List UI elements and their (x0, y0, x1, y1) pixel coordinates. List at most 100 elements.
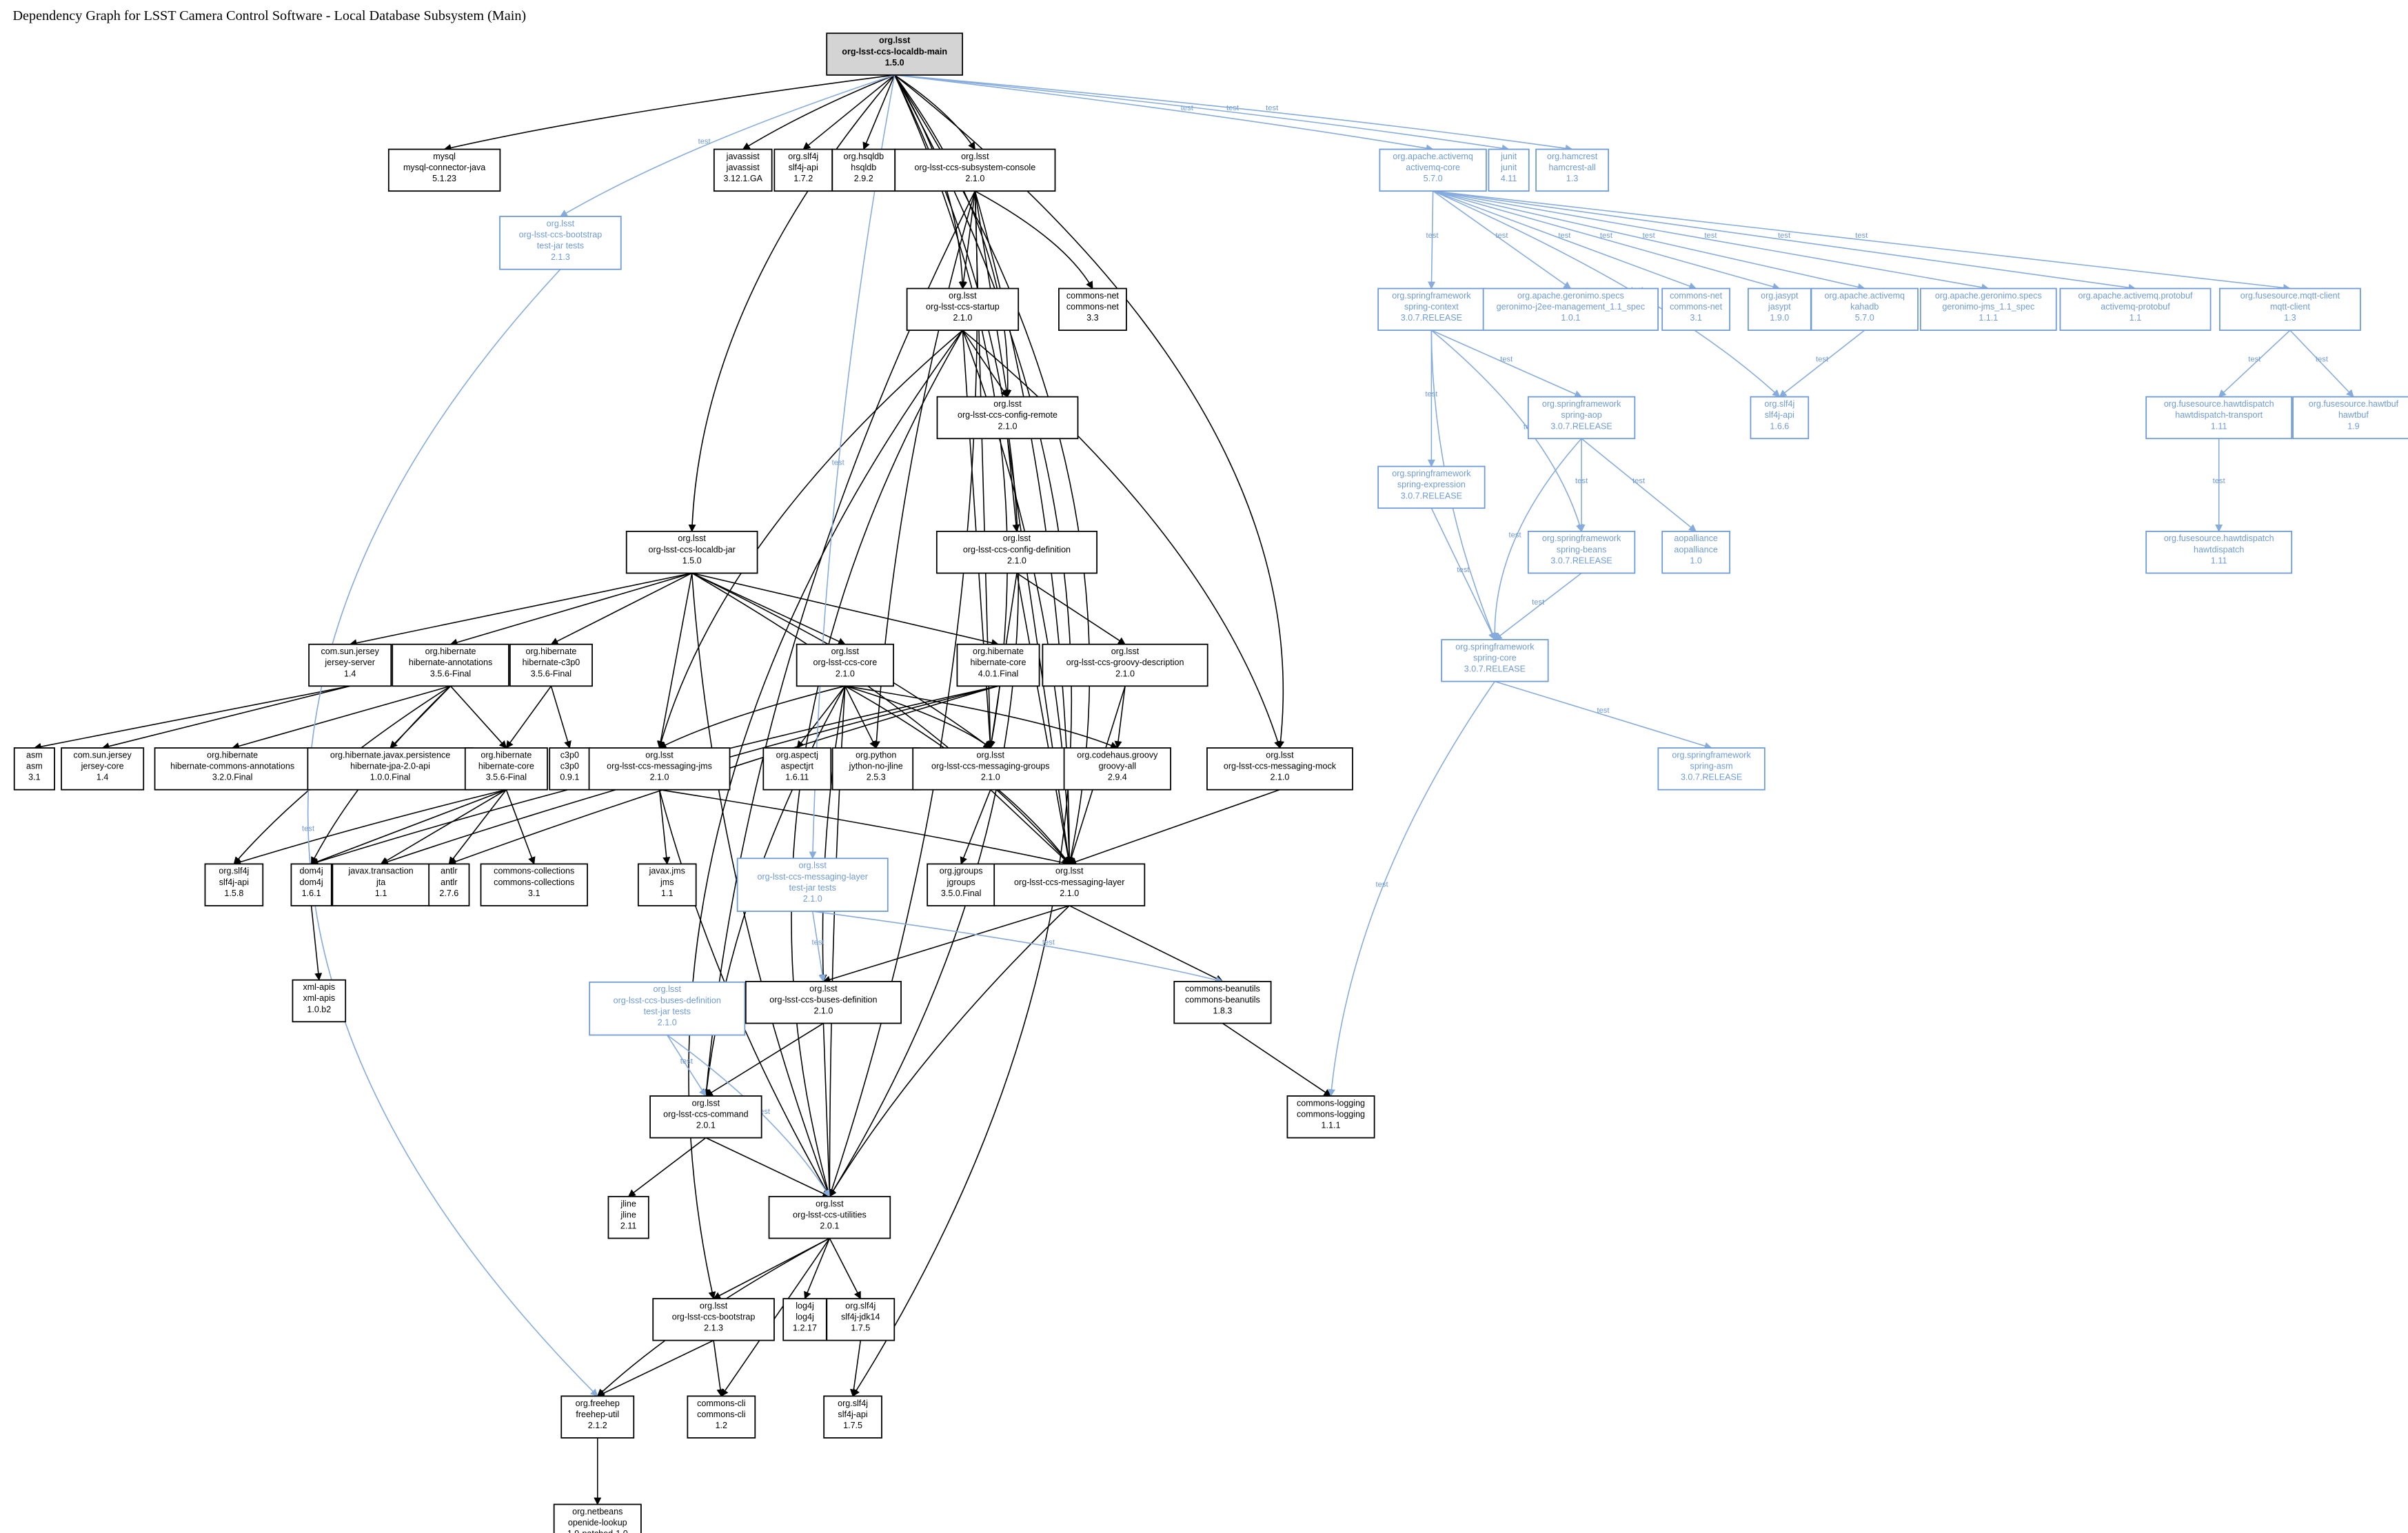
edge-hibernate_core356-to-commons_collections (505, 789, 536, 865)
edge-label-test: test (2213, 477, 2226, 485)
node-label-jython-line1: jython-no-jline (849, 762, 903, 771)
node-label-activemq_core-line1: activemq-core (1406, 163, 1460, 172)
edge-label-test: test (1704, 232, 1717, 240)
node-label-commons_collections-line2: 3.1 (528, 889, 540, 898)
node-label-slf4j175-line0: org.slf4j (838, 1399, 868, 1408)
edge-label-test: test (1632, 477, 1646, 485)
node-box-groovy_description (1042, 643, 1208, 687)
node-label-commons_beanutils-line1: commons-beanutils (1185, 995, 1260, 1004)
node-label-messaging_layer_tests-line1: org-lsst-ccs-messaging-layer (758, 872, 868, 882)
node-label-hsqldb-line0: org.hsqldb (843, 152, 884, 161)
node-box-bootstrap_tests (499, 216, 622, 270)
node-box-mysql (387, 148, 501, 192)
node-label-slf4j166-line1: slf4j-api (1765, 410, 1794, 420)
node-label-jms-line0: javax.jms (649, 866, 685, 876)
edge-config_definition-to-groovy_description (1016, 572, 1126, 645)
node-box-asm (13, 747, 55, 791)
edge-startup-to-messaging_jms (657, 329, 963, 749)
edge-spring_expression-to-spring_core (1430, 507, 1496, 640)
node-label-hibernate_core401-line1: hibernate-core (971, 658, 1026, 667)
edge-activemq_core-to-kahadb (1433, 190, 1865, 291)
node-groovy_description: org.lsstorg-lsst-ccs-groovy-description2… (1042, 643, 1208, 687)
node-label-bootstrap-line0: org.lsst (700, 1301, 728, 1310)
node-label-console-line0: org.lsst (961, 152, 989, 161)
node-label-jline-line0: jline (620, 1199, 636, 1208)
edge-label-test: test (2316, 356, 2329, 364)
node-box-localdb_jar (625, 530, 758, 574)
node-label-junit-line1: junit (1500, 163, 1517, 172)
node-label-hibernate_jpa-line0: org.hibernate.javax.persistence (330, 750, 450, 760)
node-label-hawtdispatch-line2: 1.11 (2211, 556, 2227, 566)
node-label-hib_commons_annotations-line0: org.hibernate (207, 750, 258, 760)
node-label-groovy_description-line0: org.lsst (1111, 647, 1140, 656)
edge-bootstrap-to-freehep_util (596, 1339, 714, 1397)
node-label-kahadb-line1: kahadb (1850, 302, 1879, 312)
node-messaging_groups: org.lsstorg-lsst-ccs-messaging-groups2.1… (912, 747, 1069, 791)
node-label-console-line2: 2.1.0 (965, 174, 984, 183)
node-label-console-line1: org-lsst-ccs-subsystem-console (915, 163, 1036, 172)
edge-hibernate_core356-to-jta (380, 789, 507, 865)
graph-title: Dependency Graph for LSST Camera Control… (12, 8, 526, 23)
node-box-hibernate_core401 (956, 643, 1040, 687)
node-label-main-line1: org-lsst-ccs-localdb-main (842, 47, 947, 57)
edge-main-to-localdb_jar (688, 74, 896, 532)
node-box-dom4j (290, 863, 332, 906)
edge-jersey_server-to-jersey_core (101, 685, 350, 751)
node-box-groovy_all (1063, 747, 1171, 791)
node-label-buses_definition-line1: org-lsst-ccs-buses-definition (769, 995, 877, 1004)
node-label-messaging_layer_tests-line2: test-jar tests (789, 883, 836, 893)
node-label-hawt_transport-line0: org.fusesource.hawtdispatch (2164, 399, 2274, 409)
edge-messaging_jms-to-jms (658, 789, 671, 865)
node-box-spring_aop (1527, 396, 1636, 440)
edge-activemq_core-to-geronimo_mgmt (1433, 190, 1572, 290)
edge-label-test: test (1495, 232, 1508, 240)
node-label-command-line0: org.lsst (692, 1098, 720, 1108)
node-box-hibernate_c3p0 (509, 643, 593, 687)
edge-label-test: test (1376, 881, 1389, 889)
edge-label-test: test (1457, 566, 1470, 574)
node-label-utilities-line0: org.lsst (816, 1199, 844, 1208)
node-label-junit-line0: junit (1500, 152, 1517, 161)
node-box-jta (332, 863, 430, 906)
node-label-activemq_protobuf-line2: 1.1 (2129, 313, 2141, 323)
edge-label-test: test (1425, 390, 1438, 398)
node-label-utilities-line1: org-lsst-ccs-utilities (793, 1210, 867, 1219)
node-label-freehep_util-line1: freehep-util (576, 1410, 619, 1419)
node-label-hawt_transport-line1: hawtdispatch-transport (2175, 410, 2263, 420)
node-label-ccs_core-line2: 2.1.0 (836, 669, 855, 678)
node-label-messaging_jms-line2: 2.1.0 (650, 773, 669, 782)
node-label-groovy_description-line2: 2.1.0 (1115, 669, 1135, 678)
node-box-hawtdispatch (2145, 530, 2293, 574)
node-box-hawtbuf (2292, 396, 2408, 440)
edge-main-to-activemq_core (894, 74, 1434, 152)
node-box-antlr (428, 863, 470, 906)
node-box-jline (607, 1195, 649, 1239)
edge-label-test: test (1181, 104, 1194, 112)
edge-label-test: test (1500, 356, 1513, 364)
node-label-localdb_jar-line1: org-lsst-ccs-localdb-jar (649, 545, 736, 554)
node-label-slf4j166-line2: 1.6.6 (1770, 421, 1789, 431)
node-box-xml_apis (292, 979, 347, 1023)
node-label-hawtdispatch-line1: hawtdispatch (2194, 545, 2244, 554)
edge-label-test: test (1600, 232, 1613, 240)
edge-ccs_core-to-jython (844, 685, 877, 749)
node-label-kahadb-line2: 5.7.0 (1855, 313, 1874, 323)
node-box-activemq_core (1379, 148, 1487, 192)
node-box-commons_cli (687, 1395, 756, 1439)
edge-main-to-hsqldb (862, 74, 896, 150)
node-label-messaging_groups-line2: 2.1.0 (981, 773, 1000, 782)
node-label-activemq_protobuf-line0: org.apache.activemq.protobuf (2078, 291, 2193, 301)
